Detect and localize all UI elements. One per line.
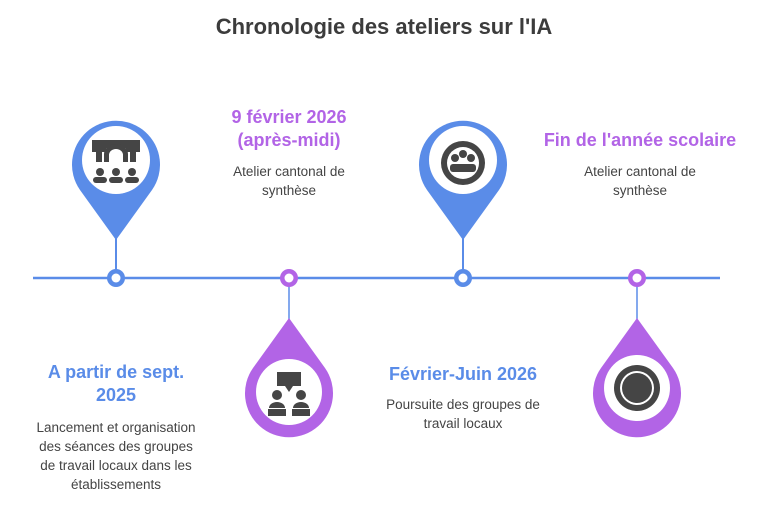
classroom-icon: [92, 140, 140, 183]
event-3-heading: Février-Juin 2026: [388, 364, 538, 384]
pin-event-1: [72, 120, 161, 287]
event-2-description: Atelier cantonal de synthèse: [233, 164, 345, 198]
group-meeting-icon: [441, 141, 485, 185]
pin-event-2: [245, 269, 333, 438]
discussion-icon: [268, 372, 310, 416]
event-1-description: Lancement et organisation des séances de…: [36, 420, 196, 492]
event-1-heading: A partir de sept. 2025: [47, 362, 185, 405]
target-icon: [614, 365, 660, 411]
event-4-heading: Fin de l'année scolaire: [543, 130, 737, 150]
diagram-title: Chronologie des ateliers sur l'IA: [215, 14, 553, 39]
event-4-description: Atelier cantonal de synthèse: [584, 164, 696, 198]
event-2-heading: 9 février 2026 (après-midi): [231, 107, 347, 150]
pin-event-3: [419, 120, 507, 287]
pin-event-4: [593, 269, 681, 438]
event-3-description: Poursuite des groupes de travail locaux: [386, 397, 540, 431]
